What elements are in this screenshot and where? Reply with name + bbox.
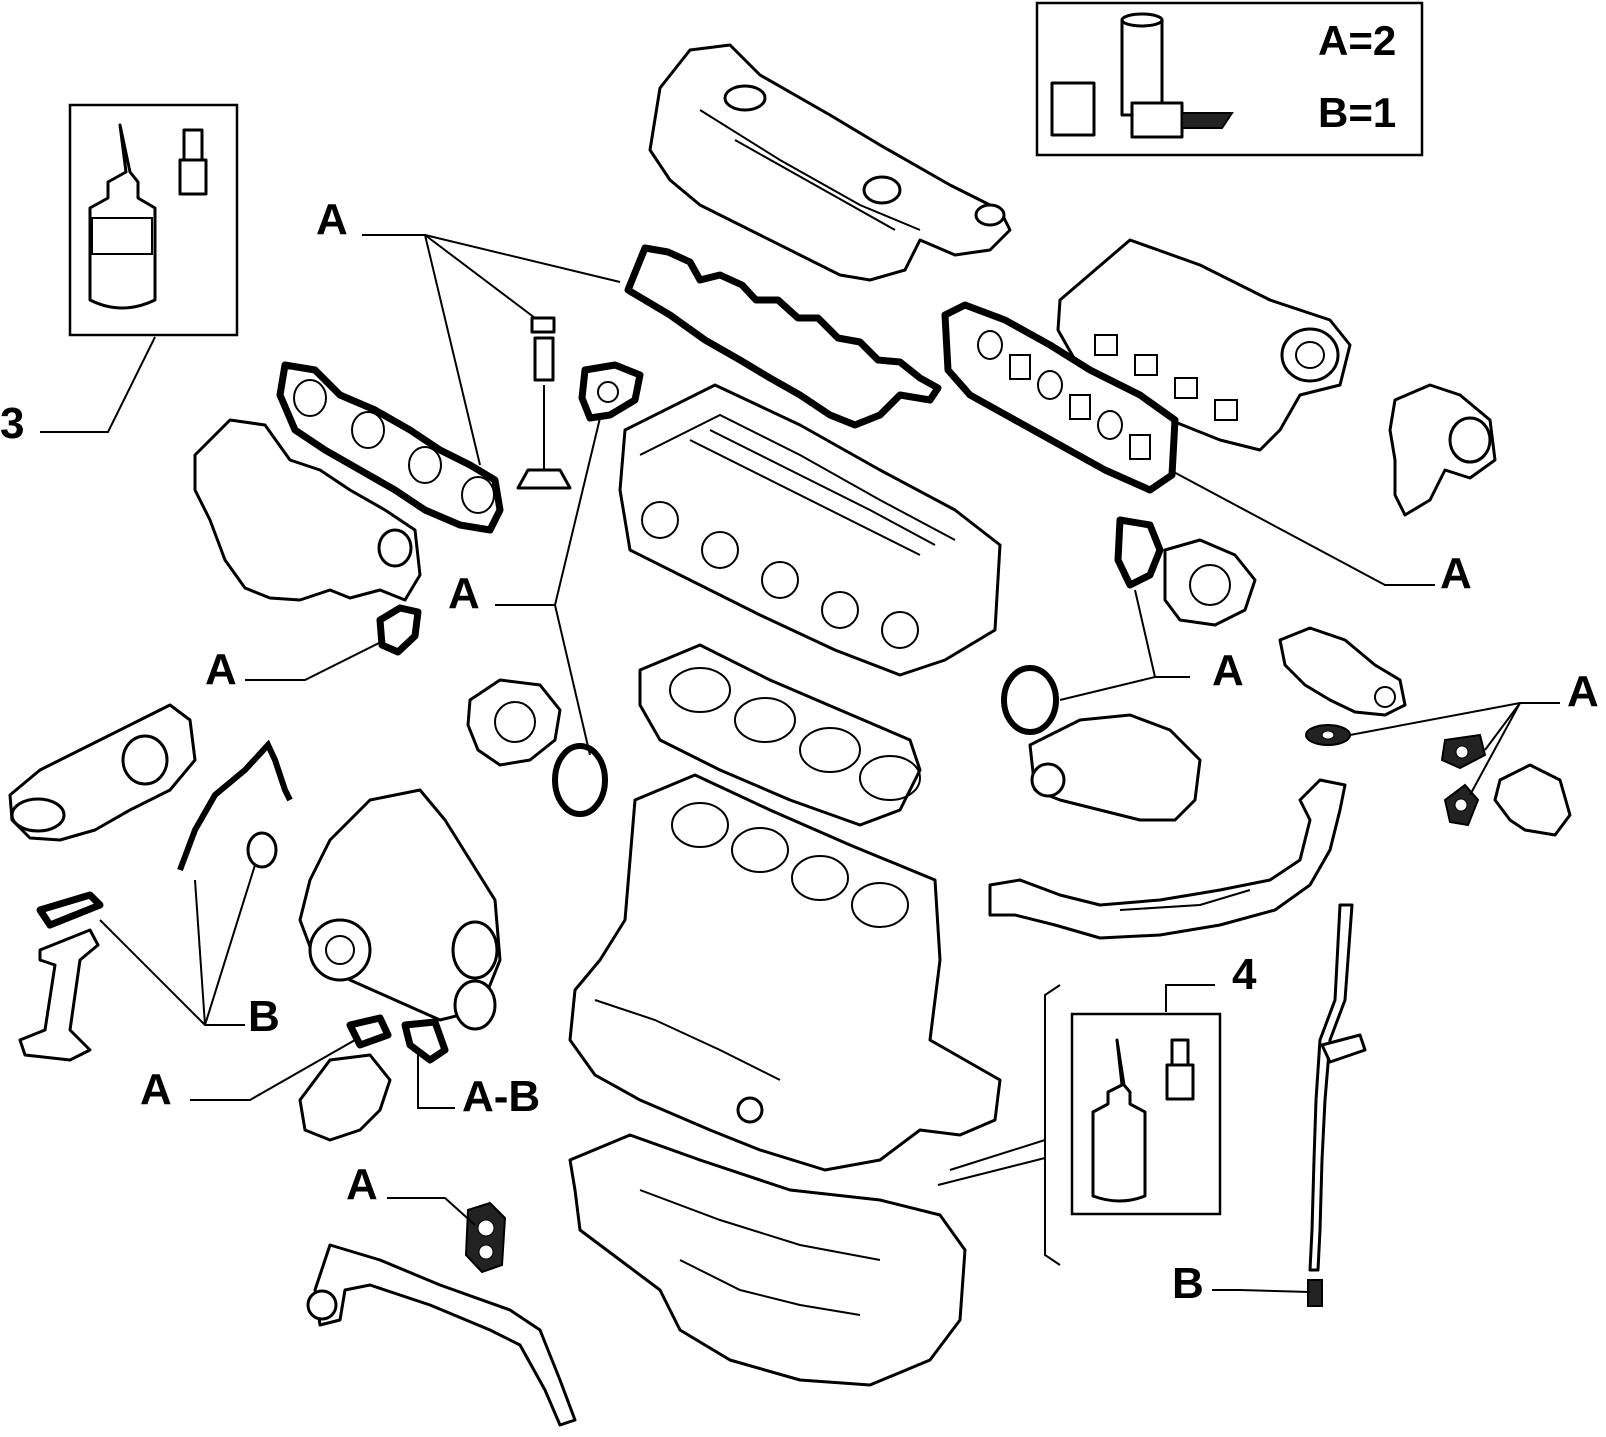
valve-cover (648, 43, 1012, 282)
egr-valve (1278, 626, 1407, 717)
water-pump-gasket (578, 361, 644, 422)
legend-box (1035, 1, 1424, 157)
callout-number-4: 4 (1232, 950, 1257, 999)
thermostat-gasket (464, 1201, 507, 1274)
callout-a-left-small-gasket: A (205, 645, 237, 694)
head-gasket (638, 643, 922, 827)
sealant-cap-icon (178, 128, 208, 196)
cylinder-head (618, 383, 1002, 677)
oil-pickup (18, 891, 104, 1062)
small-round-gasket-left (376, 604, 422, 656)
egr-elbow (1493, 763, 1572, 837)
egr-gasket-2 (1440, 733, 1487, 770)
callout-a-b: A-B (462, 1072, 541, 1121)
dipstick-plug (1307, 1279, 1323, 1307)
vacuum-pump-gasket (1114, 516, 1164, 589)
egr-cooler-pipe (988, 778, 1347, 940)
turbocharger (298, 788, 502, 1031)
exhaust-manifold-gasket (276, 361, 504, 534)
egr-gasket-3 (1443, 783, 1480, 827)
intake-manifold-gasket (941, 301, 1179, 494)
egr-gasket-1 (1305, 724, 1351, 746)
callout-a-intake-gasket: A (1440, 549, 1472, 598)
engine-block (568, 773, 1002, 1172)
sealant-kit-4 (937, 984, 1222, 1266)
thermostat-o-ring (1001, 665, 1059, 735)
coolant-pipe (306, 1243, 577, 1427)
water-pump (466, 678, 562, 767)
callout-b-bottom-right: B (1172, 1259, 1204, 1308)
exhaust-manifold (193, 418, 422, 602)
callout-a-egr: A (1567, 667, 1599, 716)
oil-pan (568, 1133, 967, 1387)
timing-cover (8, 703, 197, 842)
callout-a-thermostat: A (1212, 646, 1244, 695)
legend-b-quantity: B=1 (1318, 89, 1397, 136)
callout-a-bottom: A (346, 1160, 378, 1209)
sealant-product-icon (1050, 12, 1234, 139)
valve-cover-gasket (624, 244, 942, 429)
callout-a-lower-left: A (140, 1065, 172, 1114)
timing-cover-gasket (177, 739, 293, 872)
dipstick-tube (1308, 903, 1367, 1272)
callout-b-left: B (248, 992, 280, 1041)
sealant-tube-icon (1091, 1038, 1147, 1203)
leader-lines (99, 234, 1560, 1293)
sealant-cap-icon (1165, 1038, 1195, 1101)
callout-a-water-pump: A (448, 569, 480, 618)
sealant-bottle-icon (88, 123, 157, 310)
sealant-kit-3 (40, 103, 239, 433)
water-pump-o-ring (552, 743, 608, 817)
callout-a-top-left: A (316, 195, 348, 244)
vacuum-pump (1163, 538, 1257, 627)
valve-and-seal (516, 316, 572, 490)
legend-a-quantity: A=2 (1318, 17, 1397, 64)
crankshaft-seal (246, 831, 278, 869)
thermostat-housing (1028, 713, 1202, 822)
egr-pipe-flex (298, 1014, 449, 1142)
throttle-body (1388, 383, 1497, 517)
callout-number-3: 3 (0, 399, 25, 448)
intake-manifold (1056, 238, 1352, 452)
